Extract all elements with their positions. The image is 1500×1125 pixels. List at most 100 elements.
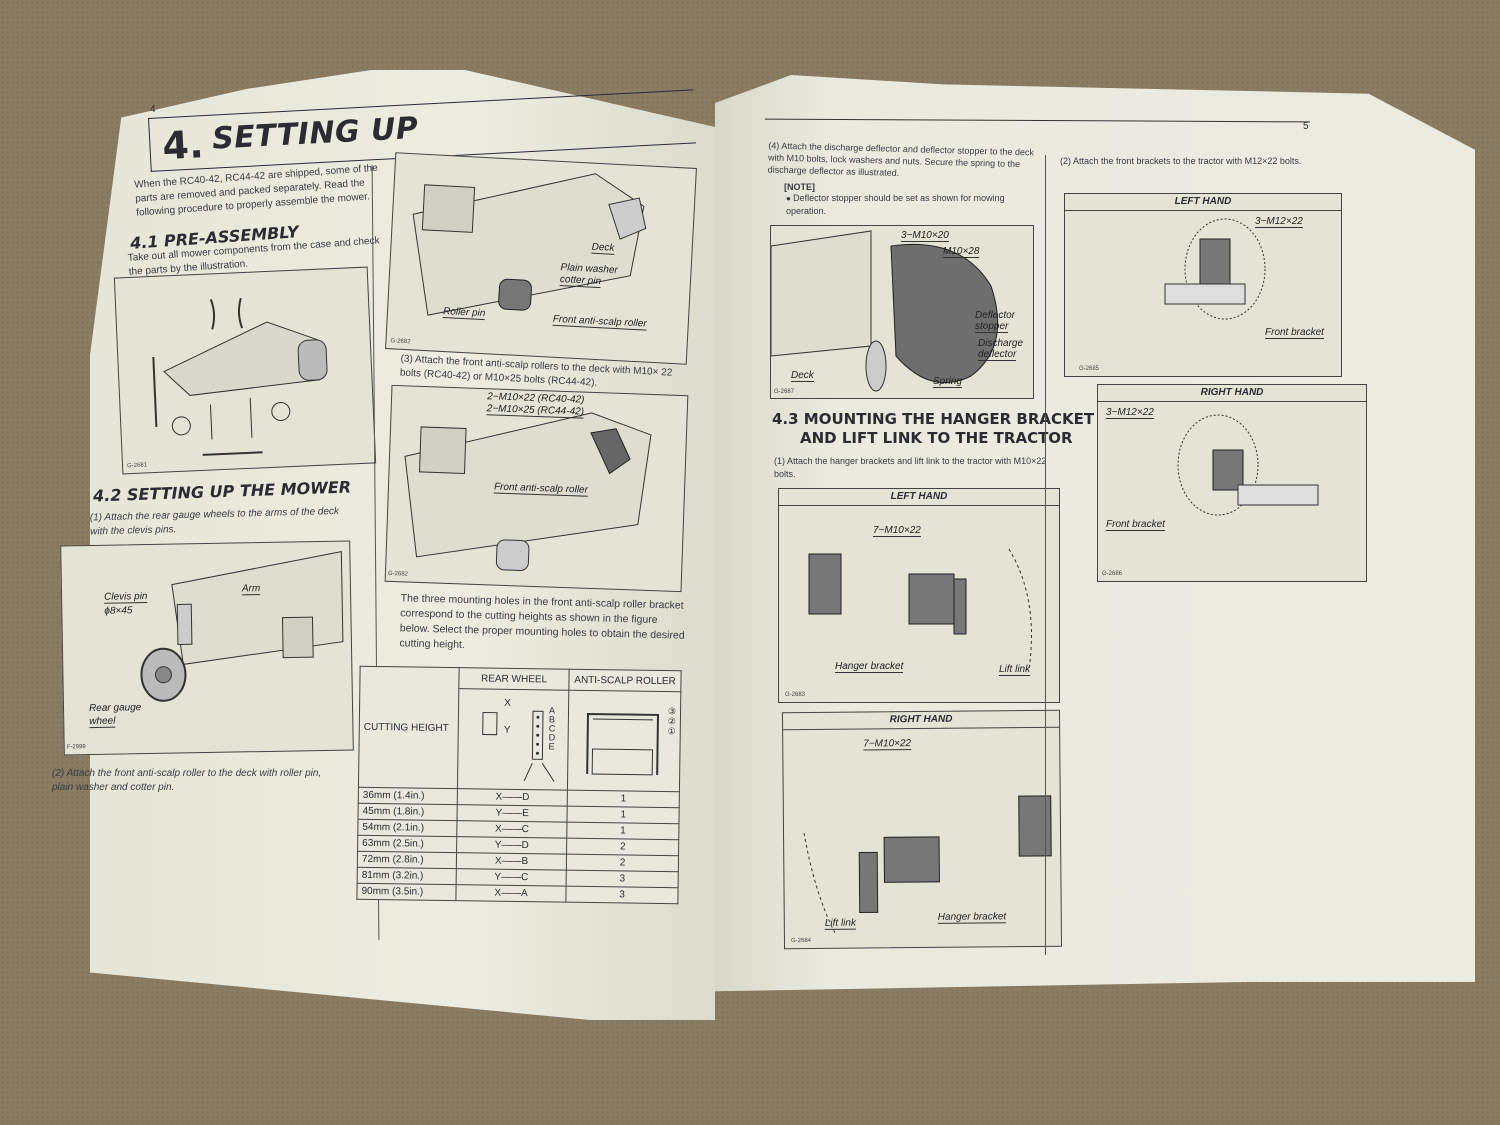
roller-diagram: ③ ② ① — [567, 690, 681, 792]
cell-wheel: X——D — [457, 788, 568, 807]
front-roller-illustration — [412, 173, 647, 316]
figure-id: G-2684 — [790, 937, 812, 945]
rear-gauge-wheel-label: Rear gauge — [88, 702, 142, 715]
roller-bracket-icon — [586, 712, 660, 776]
lift-link-label: Lift link — [824, 917, 856, 930]
front-bracket-right-illustration — [1177, 414, 1319, 516]
hole-e-label: E — [548, 741, 555, 752]
discharge-deflector-label-2: deflector — [978, 349, 1017, 361]
cell-wheel: Y——D — [456, 836, 567, 855]
deflector-figure: 3−M10×20 M10×28 Deflector stopper Discha… — [770, 225, 1034, 399]
section-4-2-step2: (2) Attach the front anti-scalp roller t… — [52, 768, 322, 793]
deck-label: Deck — [791, 370, 814, 382]
figure-title: LEFT HAND — [779, 489, 1059, 506]
figure-id: G-2681 — [126, 462, 148, 470]
cutting-height-table: CUTTING HEIGHT REAR WHEEL ANTI-SCALP ROL… — [356, 665, 682, 905]
section-4-3-step1: (1) Attach the hanger brackets and lift … — [774, 456, 1047, 479]
figure-id: G-2683 — [785, 692, 806, 698]
hole-x-label: X — [504, 697, 511, 709]
figure-id: G-2686 — [1102, 571, 1123, 577]
clevis-pin-size: ϕ8×45 — [104, 605, 133, 617]
hole-y-label: Y — [503, 724, 511, 736]
figure-title: LEFT HAND — [1065, 194, 1341, 211]
front-roller-figure: Deck Plain washer cotter pin Roller pin … — [385, 152, 697, 365]
deck-label: Deck — [591, 241, 615, 255]
cell-height: 45mm (1.8in.) — [358, 803, 458, 821]
bolts-label: 7−M10×22 — [873, 525, 921, 537]
lift-link-label: Lift link — [999, 664, 1031, 676]
chapter-number: 4. — [161, 122, 205, 169]
bolts-label: 3−M12×22 — [1255, 216, 1303, 228]
front-bracket-right-figure: RIGHT HAND 3−M12×22 Front bracket G-2686 — [1097, 384, 1367, 582]
cell-height: 90mm (3.5in.) — [356, 883, 457, 901]
discharge-deflector-label: Discharge — [978, 338, 1024, 349]
cell-roller: 2 — [566, 838, 679, 856]
spring-label: Spring — [933, 376, 962, 388]
cell-height: 36mm (1.4in.) — [358, 787, 458, 805]
step4-text: (4) Attach the discharge deflector and d… — [767, 140, 1035, 178]
cell-wheel: Y——C — [456, 868, 567, 887]
hanger-right-figure: RIGHT HAND 7−M10×22 Lift link Hanger bra… — [781, 709, 1063, 950]
bolts-label: 7−M10×22 — [863, 738, 912, 751]
cell-roller: 1 — [567, 806, 680, 824]
roller-pos-2: ② — [667, 716, 676, 727]
cell-roller: 1 — [566, 822, 679, 840]
roller-bolts-illustration — [404, 412, 652, 571]
column-divider-right — [1045, 155, 1046, 955]
hanger-right-illustration — [803, 795, 1052, 933]
cell-height: 72mm (2.8in.) — [357, 851, 457, 869]
mower-parts-illustration — [152, 297, 328, 456]
bolts-3-m10x20-label: 3−M10×20 — [901, 230, 949, 242]
header-rear-wheel: REAR WHEEL — [458, 667, 570, 691]
deflector-stopper-label-2: stopper — [975, 321, 1009, 333]
figure-id: G-2682 — [387, 570, 409, 578]
note-bullet: Deflector stopper should be set as shown… — [786, 192, 1036, 218]
cell-roller: 1 — [567, 790, 680, 808]
hanger-left-figure: LEFT HAND 7−M10×22 Hanger bracket Lift l… — [778, 488, 1060, 703]
rear-wheel-holes-icon — [482, 710, 555, 782]
cell-height: 54mm (2.1in.) — [357, 819, 457, 837]
page-number-left: 4 — [150, 104, 156, 115]
cell-wheel: X——B — [456, 852, 567, 871]
note-heading: [NOTE] — [784, 182, 815, 192]
cell-roller: 3 — [566, 870, 679, 888]
hanger-left-illustration — [808, 548, 1032, 670]
table-header-row: CUTTING HEIGHT REAR WHEEL ANTI-SCALP ROL… — [358, 666, 682, 789]
roller-pin-label: Roller pin — [442, 305, 486, 321]
cell-roller: 3 — [566, 886, 679, 904]
section-4-3-heading: 4.3 MOUNTING THE HANGER BRACKET — [772, 410, 1095, 428]
figure-id: F-2999 — [66, 744, 86, 751]
chapter-title: SETTING UP — [211, 110, 420, 157]
header-anti-scalp-roller: ANTI-SCALP ROLLER — [569, 669, 682, 692]
discharge-deflector-illustration — [771, 230, 999, 392]
front-bracket-left-illustration — [1164, 218, 1266, 320]
cell-height: 63mm (2.5in.) — [357, 835, 457, 853]
mounting-holes-text: The three mounting holes in the front an… — [399, 592, 685, 651]
cell-roller: 2 — [566, 854, 679, 872]
rear-wheel-diagram: X Y A B C D E — [457, 688, 570, 791]
cell-wheel: X——C — [456, 820, 568, 839]
deflector-stopper-label: Deflector — [975, 310, 1016, 321]
cell-wheel: Y——E — [456, 804, 568, 823]
figure-id: G-2685 — [1079, 366, 1100, 372]
pre-assembly-figure: G-2681 — [113, 266, 377, 475]
clevis-pin-label: Clevis pin — [104, 591, 148, 604]
figure-id: G-2687 — [774, 389, 795, 395]
roller-pos-3: ③ — [667, 706, 677, 717]
front-bracket-left-figure: LEFT HAND 3−M12×22 Front bracket G-2685 — [1064, 193, 1342, 377]
page-number-right: 5 — [1303, 121, 1309, 132]
header-cutting-height: CUTTING HEIGHT — [358, 666, 460, 789]
bolts-label: 3−M12×22 — [1106, 407, 1154, 419]
front-bracket-label: Front bracket — [1265, 327, 1324, 339]
arm-label: Arm — [241, 583, 261, 596]
roller-bolts-figure: 2−M10×22 (RC40-42) 2−M10×25 (RC44-42) Fr… — [384, 384, 689, 593]
step2-front-brackets: (2) Attach the front brackets to the tra… — [1060, 156, 1302, 166]
rear-gauge-wheel-figure: Clevis pin ϕ8×45 Arm Rear gauge wheel F-… — [60, 540, 354, 756]
figure-title: RIGHT HAND — [1098, 385, 1366, 402]
cotter-pin-label: cotter pin — [559, 274, 602, 289]
figure-id: G-2682 — [390, 338, 411, 346]
front-bracket-label: Front bracket — [1106, 519, 1165, 531]
table-diagram-row: X Y A B C D E ③ ② ① — [358, 687, 681, 792]
rear-gauge-wheel-label-2: wheel — [89, 715, 116, 729]
section-4-3-heading-2: AND LIFT LINK TO THE TRACTOR — [800, 429, 1073, 447]
